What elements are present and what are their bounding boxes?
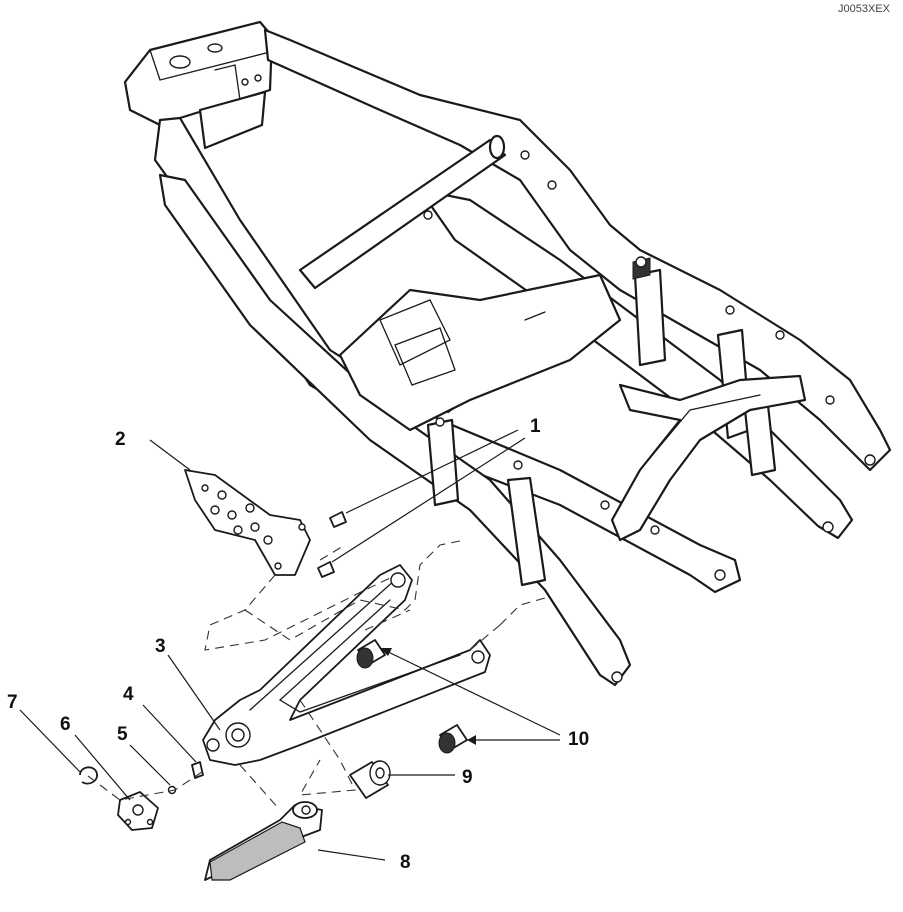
callout-6: 6 [60, 714, 71, 735]
callout-10-arrowheads [380, 648, 476, 745]
heel-guard-screws [317, 511, 347, 578]
callout-labels: 1 2 3 4 5 6 7 8 9 10 [7, 416, 589, 873]
callout-8: 8 [400, 852, 411, 873]
callout-10: 10 [568, 729, 589, 750]
callout-3: 3 [155, 636, 166, 657]
footrest-peg [204, 801, 323, 881]
callout-7: 7 [7, 692, 18, 713]
callout-9: 9 [462, 767, 473, 788]
small-parts [79, 761, 204, 831]
callout-1: 1 [530, 416, 541, 437]
callout-5: 5 [117, 724, 128, 745]
leader-lines [19, 429, 561, 861]
callout-4: 4 [123, 684, 134, 705]
footrest-hanger [202, 564, 491, 766]
detent-spring [191, 761, 204, 779]
heel-guard-plate [184, 469, 311, 576]
footrest-pivot-pin [349, 760, 391, 799]
hanger-bolts [356, 639, 468, 754]
rear-subframe [123, 20, 892, 687]
figure-code: J0053XEX [838, 3, 891, 15]
assembly-lines [87, 539, 546, 811]
callout-2: 2 [115, 429, 126, 450]
